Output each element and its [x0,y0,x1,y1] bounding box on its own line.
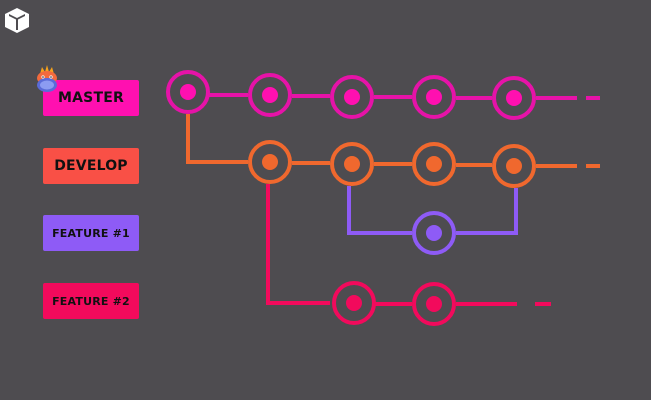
cube-logo-icon[interactable] [3,6,31,34]
branch-label-text: FEATURE #2 [52,294,130,308]
commit-node[interactable] [492,144,536,188]
branch-label-text: MASTER [58,90,124,106]
branch-label-text: FEATURE #1 [52,226,130,240]
commit-node[interactable] [412,211,456,255]
commit-node[interactable] [332,281,376,325]
master-branch [166,70,600,120]
branch-label-master[interactable]: MASTER [43,80,139,116]
develop-branch [186,114,600,188]
commit-node[interactable] [412,282,456,326]
feature-2-branch [266,184,551,326]
commit-node[interactable] [166,70,210,114]
branch-label-feature-1[interactable]: FEATURE #1 [43,215,139,251]
commit-node[interactable] [330,142,374,186]
commit-node[interactable] [248,140,292,184]
fire-hydra-mascot-icon [37,65,57,92]
feature-2-branch-off [266,184,330,305]
commit-node[interactable] [412,142,456,186]
commit-node[interactable] [248,73,292,117]
branch-label-feature-2[interactable]: FEATURE #2 [43,283,139,319]
feature-1-branch-off [347,186,412,235]
feature-1-merge [456,188,518,235]
branch-label-develop[interactable]: DEVELOP [43,148,139,184]
branch-label-text: DEVELOP [54,158,128,174]
commit-node[interactable] [492,76,536,120]
commit-node[interactable] [330,75,374,119]
commit-node[interactable] [412,75,456,119]
develop-branch-off [186,114,248,164]
feature-1-branch [347,186,518,255]
